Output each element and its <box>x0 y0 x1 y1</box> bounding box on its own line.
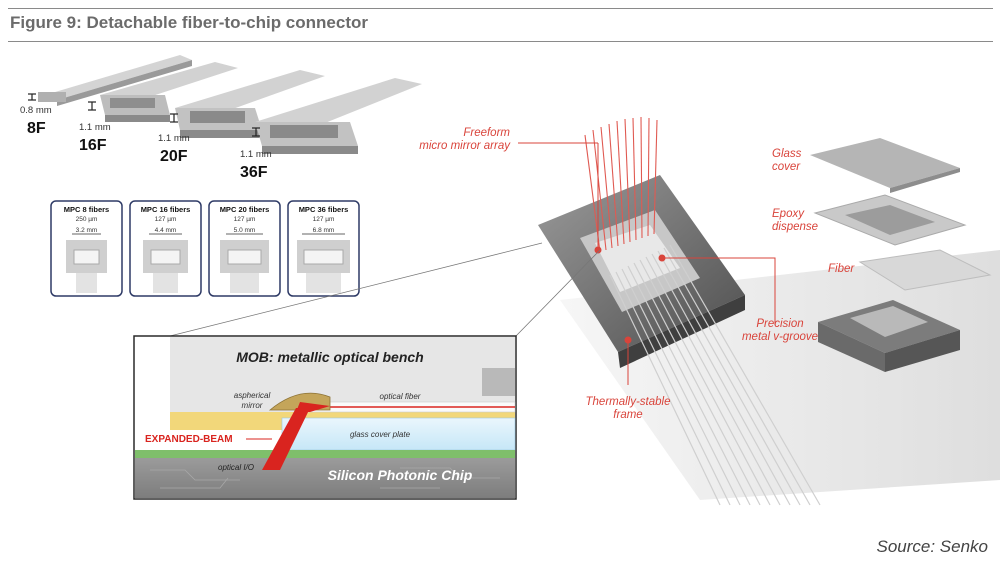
title-rule <box>8 41 993 42</box>
mpc-16-pitch: 127 µm <box>155 216 177 223</box>
mpc-8-pitch: 250 µm <box>76 216 98 223</box>
connector-strip-36f <box>255 78 422 154</box>
mpc-card-36: MPC 36 fibers 127 µm 6.8 mm <box>287 200 360 297</box>
callout-glass-cover-2: cover <box>772 161 801 173</box>
vgroove-part <box>818 300 960 372</box>
cross-section-inset <box>133 335 517 500</box>
size-20f-count: 20F <box>160 148 188 165</box>
mirror-label-2: mirror <box>242 401 263 410</box>
zoom-line <box>169 242 543 337</box>
callout-frame-1: Thermally-stable <box>586 396 671 408</box>
mpc-card-20: MPC 20 fibers 127 µm 5.0 mm <box>208 200 281 297</box>
mpc-16-width: 4.4 mm <box>155 227 177 234</box>
glass-cover-part <box>810 138 960 193</box>
callout-glass-cover-1: Glass <box>772 148 802 160</box>
connector-strip-16f <box>100 62 238 122</box>
size-8f-thickness: 0.8 mm <box>20 105 52 116</box>
mpc-36-pitch: 127 µm <box>313 216 335 223</box>
chip-label: Silicon Photonic Chip <box>328 467 473 483</box>
callout-vgroove-1: Precision <box>756 318 803 330</box>
fiber-part <box>858 249 992 291</box>
size-20f-thickness: 1.1 mm <box>158 133 190 144</box>
mpc-20-title: MPC 20 fibers <box>220 205 270 214</box>
mpc-16-title: MPC 16 fibers <box>141 205 191 214</box>
size-36f-thickness: 1.1 mm <box>240 149 272 160</box>
figure-title: Figure 9: Detachable fiber-to-chip conne… <box>10 13 368 32</box>
size-8f-count: 8F <box>27 120 46 137</box>
io-label: optical I/O <box>218 463 254 472</box>
callout-fiber: Fiber <box>828 263 855 275</box>
fiber-label: optical fiber <box>380 392 421 401</box>
callout-epoxy-2: dispense <box>772 221 818 233</box>
callout-frame-2: frame <box>613 409 642 421</box>
mirror-label-1: aspherical <box>234 391 271 400</box>
callout-vgroove-2: metal v-groove <box>742 331 818 343</box>
mpc-8-title: MPC 8 fibers <box>64 205 109 214</box>
mpc-card-8: MPC 8 fibers 250 µm 3.2 mm <box>50 200 123 297</box>
thickness-marker <box>28 93 260 137</box>
size-16f-count: 16F <box>79 137 107 154</box>
connector-strip-8f <box>38 55 192 106</box>
mob-title: MOB: metallic optical bench <box>236 349 423 365</box>
callout-leaders <box>518 142 776 385</box>
size-16f-thickness: 1.1 mm <box>79 122 111 133</box>
mpc-20-pitch: 127 µm <box>234 216 256 223</box>
beam-label: EXPANDED-BEAM <box>145 434 233 445</box>
epoxy-part <box>813 194 967 246</box>
connector-strip-20f <box>175 70 325 138</box>
red-beam-array <box>584 116 658 253</box>
size-36f-count: 36F <box>240 164 268 181</box>
fiber-ribbon <box>609 244 821 506</box>
callout-mirror-array-2: micro mirror array <box>419 140 511 152</box>
source-credit: Source: Senko <box>876 537 988 556</box>
mpc-36-width: 6.8 mm <box>313 227 335 234</box>
callout-epoxy-1: Epoxy <box>772 208 805 220</box>
top-rule <box>8 8 993 9</box>
callout-mirror-array-1: Freeform <box>463 127 510 139</box>
mpc-20-width: 5.0 mm <box>234 227 256 234</box>
mpc-36-title: MPC 36 fibers <box>299 205 349 214</box>
zoom-line <box>515 249 601 337</box>
mpc-card-16: MPC 16 fibers 127 µm 4.4 mm <box>129 200 202 297</box>
mpc-8-width: 3.2 mm <box>76 227 98 234</box>
glass-label: glass cover plate <box>350 430 411 439</box>
